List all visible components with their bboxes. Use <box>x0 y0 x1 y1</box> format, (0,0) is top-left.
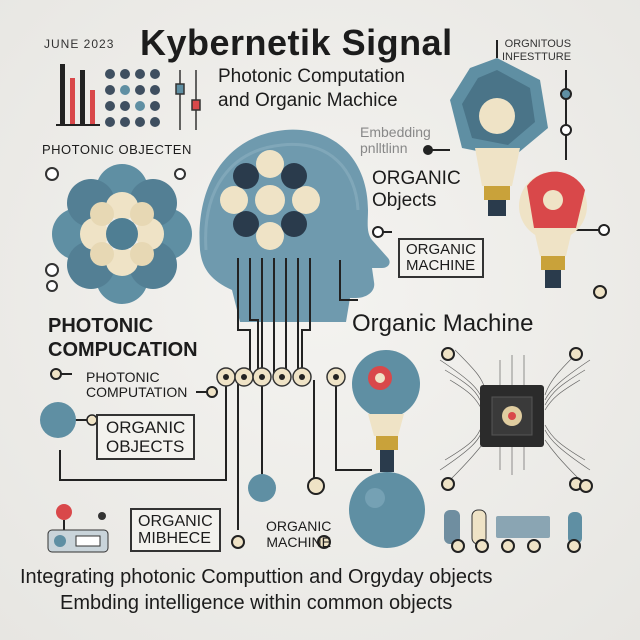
embedding-line-1: Embedding <box>360 124 431 140</box>
flower-lamp-icon <box>450 40 548 216</box>
subtitle: Photonic Computation and Organic Machice <box>218 65 405 113</box>
photonic-objects-label: PHOTONIC OBJECTEN <box>42 142 192 157</box>
infra-line-1: ORGNITOUS <box>504 38 572 50</box>
tagline-line-2: Embding intelligence within common objec… <box>60 592 453 614</box>
red-bulb-icon <box>519 171 587 288</box>
sphere-node-left <box>40 402 98 438</box>
organic-machine-box-line-1: ORGANIC <box>406 241 477 258</box>
subtitle-line-2: and Organic Machice <box>218 90 398 111</box>
sphere-node-center <box>231 474 331 549</box>
signal-lines <box>59 258 372 530</box>
photonic-flower-icon <box>52 164 192 304</box>
bar-chart-icon <box>56 64 100 126</box>
photonic-computation-heading: PHOTONIC COMPUCATION <box>48 314 198 362</box>
page-title: Kybernetik Signal <box>140 22 453 63</box>
infra-line-2: INFESTTURE <box>502 51 572 63</box>
organic-objects-line-1: ORGANIC <box>372 168 461 189</box>
bulb-machine-icon <box>349 350 425 548</box>
slider-column-icon <box>175 70 201 130</box>
organic-machine-label: ORGANIC MACHINE <box>266 518 331 550</box>
organic-mibhece-line-1: ORGANIC <box>138 513 213 530</box>
photonic-computation-line-1: PHOTONIC <box>48 315 154 337</box>
misc-connectors <box>50 285 607 493</box>
date-label: JUNE 2023 <box>44 37 115 51</box>
photonic-computation-small: PHOTONIC COMPUTATION <box>86 370 187 400</box>
connector-nodes-left <box>45 167 186 292</box>
embedding-label: Embedding pnlltlinn <box>360 124 431 156</box>
organic-mibhece-line-2: MIBHECE <box>138 530 211 547</box>
organic-objects-box: ORGANIC OBJECTS <box>96 414 196 460</box>
organic-machine-line-2: MACHINE <box>266 534 331 550</box>
photonic-small-line-2: COMPUTATION <box>86 384 188 400</box>
organic-machine-line-1: ORGANIC <box>266 518 332 534</box>
organic-objects-line-2: Objects <box>372 190 437 211</box>
brain-cluster-icon <box>220 150 320 250</box>
organic-machine-box-line-2: MACHINE <box>406 257 476 274</box>
organic-mibhece-box: ORGANIC MIBHECE <box>130 508 221 552</box>
connector-nodes-right <box>372 70 610 238</box>
organic-objects-label: ORGANIC Objects <box>372 168 461 212</box>
organic-objects-box-line-1: ORGANIC <box>106 418 186 437</box>
photonic-small-line-1: PHOTONIC <box>86 369 160 385</box>
bead-row <box>216 367 346 387</box>
photonic-computation-line-2: COMPUCATION <box>48 339 198 361</box>
mini-device-icon <box>47 504 109 553</box>
organic-machine-box: ORGANIC MACHINE <box>398 238 485 278</box>
organic-objects-box-line-2: OBJECTS <box>106 437 185 456</box>
gadget-row-icon <box>444 509 582 553</box>
infrastructure-label: ORGNITOUS INFESTTURE <box>502 38 571 64</box>
subtitle-line-1: Photonic Computation <box>218 66 405 87</box>
organic-machine-title: Organic Machine <box>352 310 534 337</box>
dot-grid-icon <box>105 69 160 127</box>
tagline-line-1: Integrating photonic Computtion and Orgy… <box>20 566 493 588</box>
embedding-line-2: pnlltlinn <box>360 140 408 156</box>
chip-icon <box>439 347 591 491</box>
